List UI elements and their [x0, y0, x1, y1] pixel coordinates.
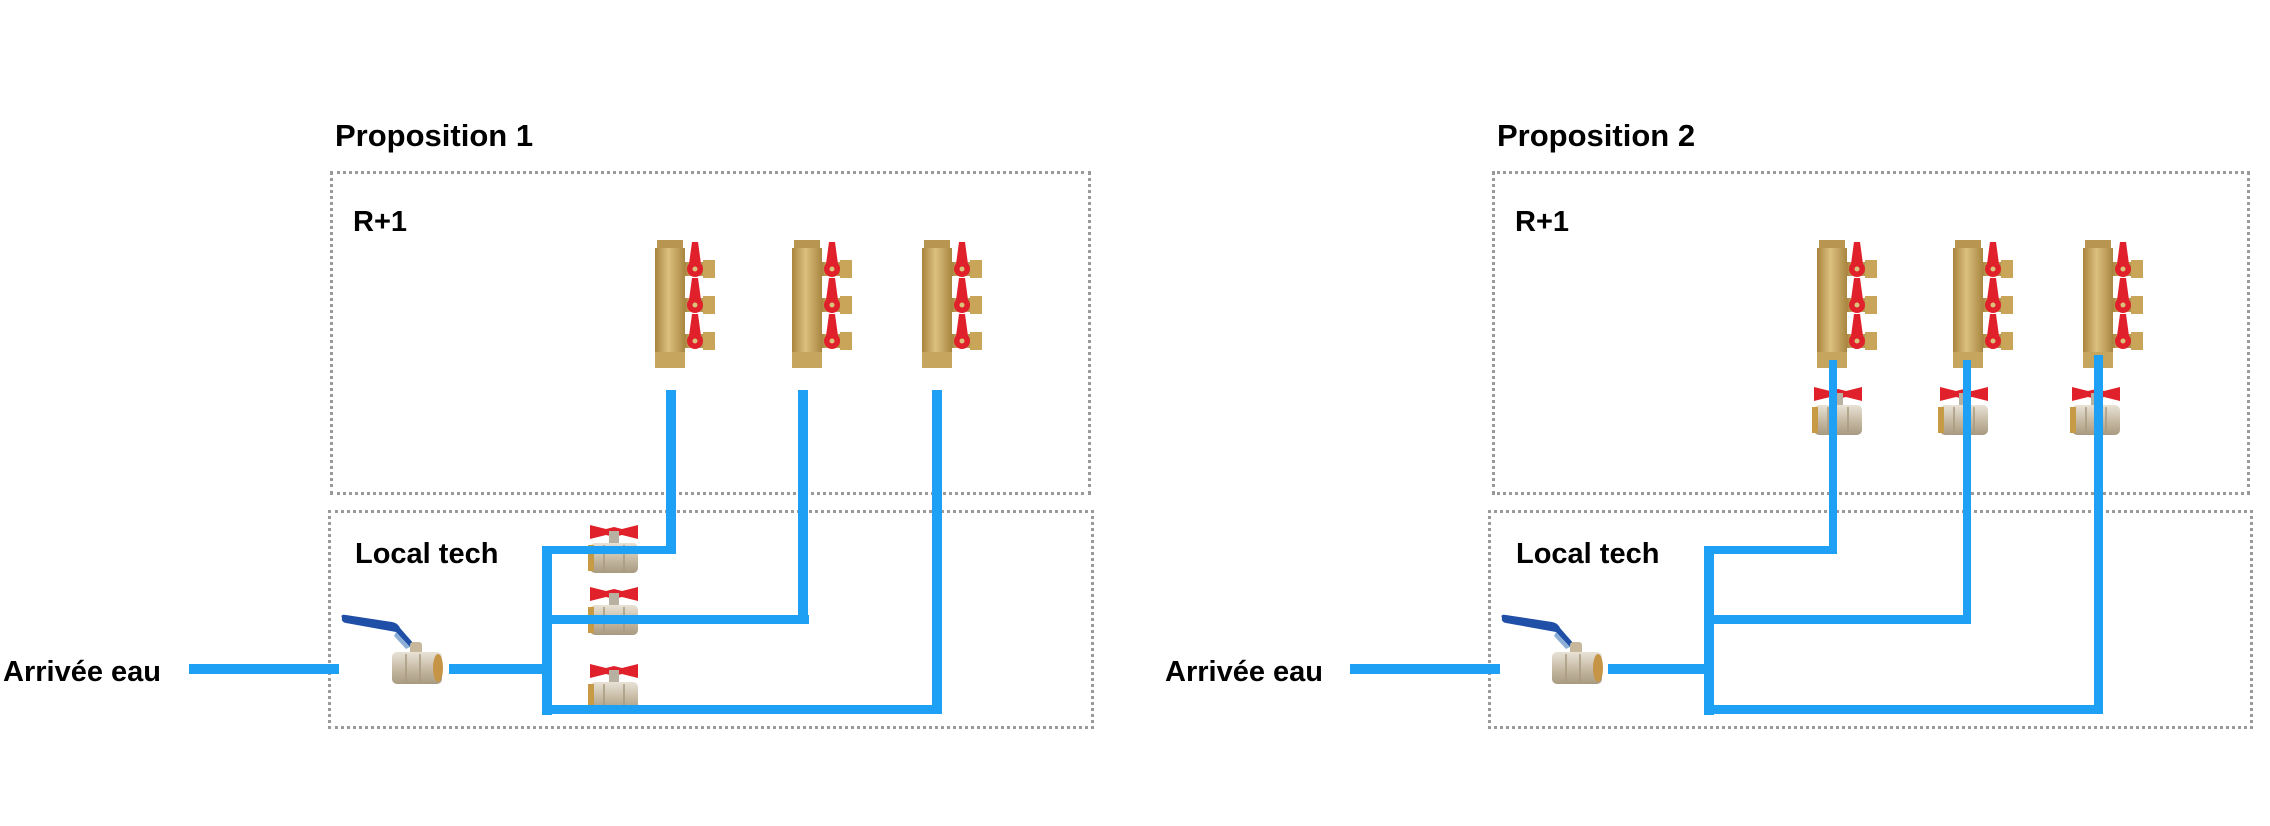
water-inlet-label: Arrivée eau [1165, 656, 1323, 688]
riser-pipe-1 [666, 390, 676, 554]
branch-valve-icon [588, 583, 640, 637]
main-ball-valve-icon [340, 614, 444, 684]
branch-pipe-1 [542, 546, 676, 554]
distribution-trunk-pipe [1704, 546, 1714, 715]
manifold-icon [922, 240, 984, 368]
feed-pipe [449, 664, 549, 674]
branch-pipe-3 [1704, 705, 2103, 714]
manifold-icon [1953, 240, 2015, 368]
manifold-icon [655, 240, 717, 368]
zone-r-plus-1 [1492, 171, 2250, 495]
inlet-pipe [1350, 664, 1500, 674]
zone-local-tech-label: Local tech [355, 538, 499, 570]
feed-pipe [1608, 664, 1708, 674]
manifold-icon [2083, 240, 2145, 368]
manifold-icon [1817, 240, 1879, 368]
distribution-trunk-pipe [542, 546, 552, 715]
riser-pipe-1 [1829, 360, 1837, 554]
zone-local-tech-label: Local tech [1516, 538, 1660, 570]
branch-pipe-1 [1704, 546, 1837, 554]
branch-valve-icon [1812, 383, 1864, 437]
zone-local-tech [1488, 510, 2253, 729]
zone-r-plus-1-label: R+1 [1515, 206, 1570, 238]
branch-pipe-2 [542, 615, 809, 624]
branch-pipe-2 [1704, 615, 1971, 624]
riser-pipe-2 [798, 390, 808, 624]
water-inlet-label: Arrivée eau [3, 656, 161, 688]
inlet-pipe [189, 664, 339, 674]
zone-r-plus-1-label: R+1 [353, 206, 408, 238]
main-ball-valve-icon [1500, 614, 1604, 684]
manifold-icon [792, 240, 854, 368]
riser-pipe-2 [1963, 360, 1971, 624]
branch-pipe-3 [542, 705, 942, 714]
zone-local-tech [328, 510, 1094, 729]
proposition-2-title: Proposition 2 [1497, 118, 1696, 153]
riser-pipe-3 [932, 390, 942, 714]
zone-r-plus-1 [330, 171, 1091, 495]
riser-pipe-3 [2094, 355, 2103, 714]
proposition-1-title: Proposition 1 [335, 118, 534, 153]
